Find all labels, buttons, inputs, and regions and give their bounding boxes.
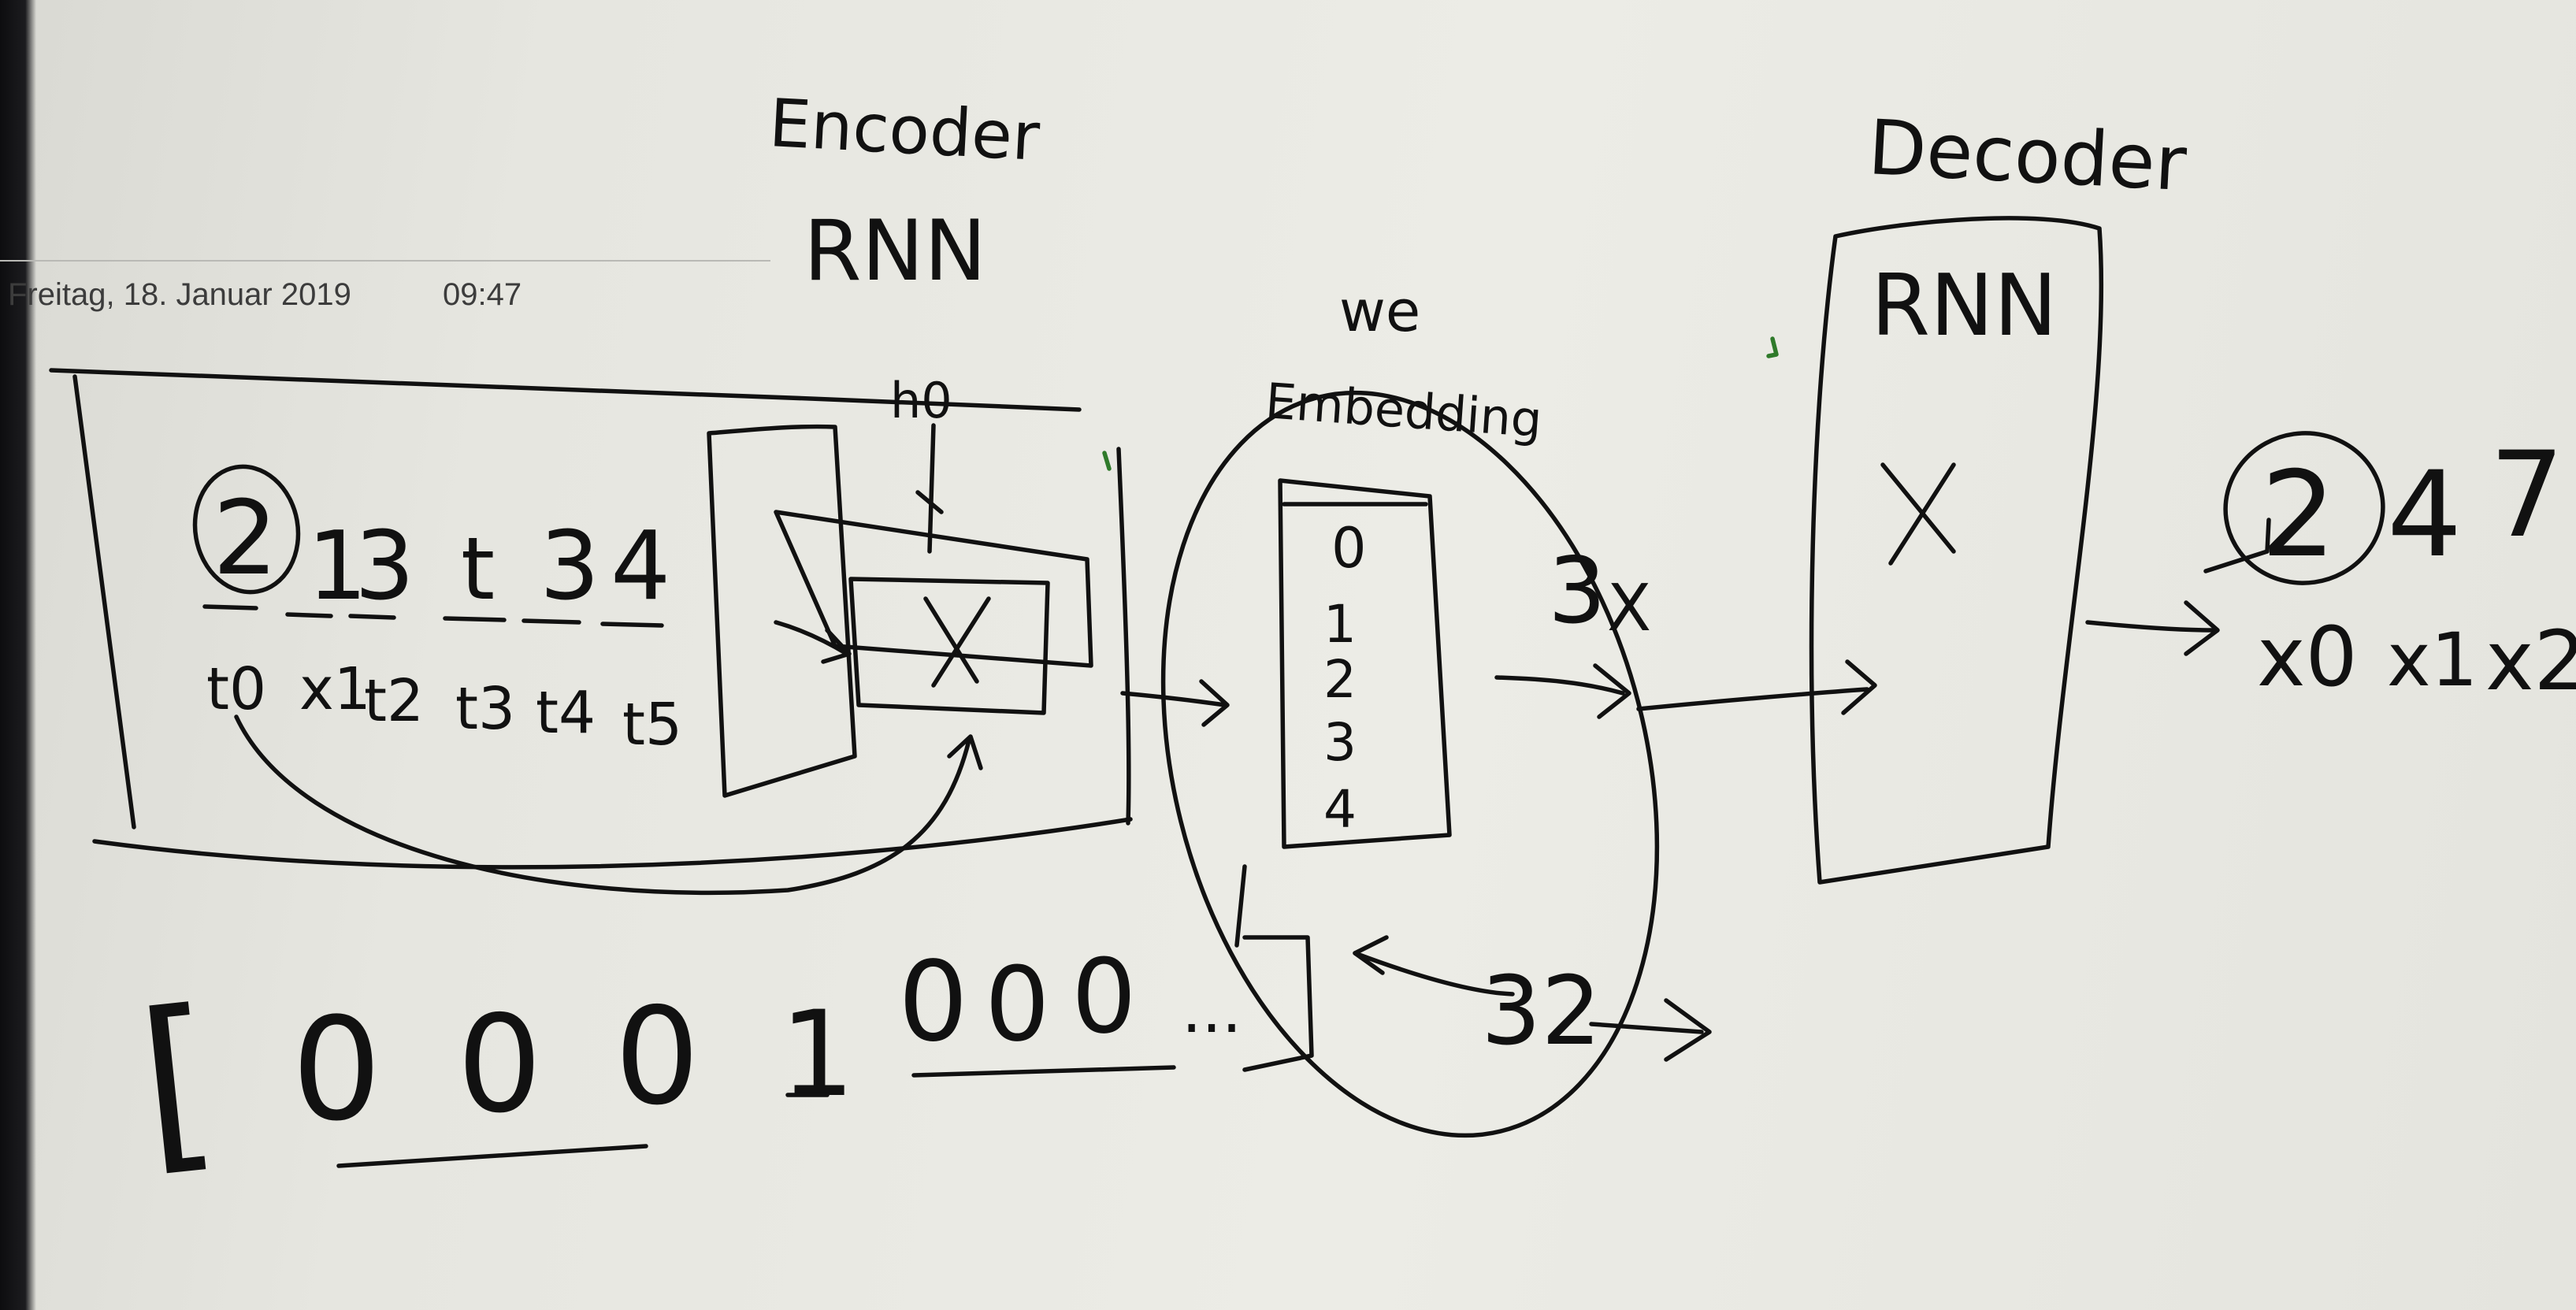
one-hot-3: 1 xyxy=(780,986,855,1123)
embedding-table xyxy=(1278,478,1452,849)
monitor-bezel xyxy=(0,0,36,1310)
time-step-1: x1 xyxy=(299,655,371,723)
encoder-frame-left xyxy=(72,374,136,829)
encoder-input-arrow xyxy=(774,620,849,656)
decoder-cell-x2 xyxy=(1888,462,1956,566)
one-hot-6: 0 xyxy=(1071,937,1137,1056)
time-step-4: t4 xyxy=(536,679,596,747)
h0-arrow xyxy=(927,423,936,554)
decoder-title: Decoder xyxy=(1866,103,2189,208)
encoder-feedback-arrow xyxy=(234,714,971,896)
decoder-output-arrow xyxy=(2085,620,2216,633)
embedding-vocab-1: 1 xyxy=(1323,594,1357,655)
input-token-2: 3 xyxy=(354,512,414,622)
embedding-dim-label: 32 xyxy=(1481,957,1602,1067)
output-section: 2 4 7 x0 x1 x2 xyxy=(2203,427,2576,709)
start-token-circle xyxy=(192,464,301,595)
one-hot-open-bracket: [ xyxy=(130,967,226,1194)
h0-label: h0 xyxy=(890,372,952,429)
output-token-2: 7 xyxy=(2489,427,2564,564)
output-start-circle xyxy=(2223,431,2385,585)
one-hot-ellipsis: ... xyxy=(1182,974,1242,1047)
encoder-subtitle: RNN xyxy=(804,202,986,299)
output-label-1: x1 xyxy=(2387,618,2478,703)
output-label-0: x0 xyxy=(2257,609,2358,705)
output-token-1: 4 xyxy=(2387,447,2462,584)
encoder-section: Encoder RNN h0 xyxy=(49,84,1133,896)
rnn-sheet-mid xyxy=(774,510,1093,668)
embedding-vocab-4: 4 xyxy=(1323,779,1357,840)
rnn-sheet-back xyxy=(707,424,857,798)
embedding-label: Embedding xyxy=(1264,372,1544,448)
embedding-we: we xyxy=(1339,278,1420,344)
decoder-cell-x1 xyxy=(1880,462,1956,554)
output-token-0: 2 xyxy=(2261,447,2336,584)
time-step-2: t2 xyxy=(364,667,424,735)
embedding-ellipse xyxy=(1160,390,1660,1138)
embedding-output-mark: X xyxy=(1607,571,1651,646)
embedding-to-decoder-arrow xyxy=(1494,675,1625,696)
rnn-cell-x2 xyxy=(931,596,991,688)
embedding-section: we Embedding 0 1 2 3 4 32 3 X xyxy=(1120,278,1877,1138)
encoder-frame xyxy=(49,368,1082,412)
time-step-3: t3 xyxy=(455,675,515,743)
embedding-dim-arrow-right xyxy=(1589,1022,1704,1034)
embedding-vocab-2: 2 xyxy=(1323,649,1357,710)
rnn-cell-box xyxy=(848,577,1050,715)
embedding-dim-arrow-left xyxy=(1353,951,1515,996)
rnn-cell-x1 xyxy=(923,596,979,684)
embedding-output-value: 3 xyxy=(1548,538,1606,644)
one-hot-bracket-right xyxy=(1242,935,1314,1072)
time-step-5: t5 xyxy=(622,691,682,759)
encoder-frame-right xyxy=(1116,447,1131,826)
embedding-vocab-0: 0 xyxy=(1331,516,1367,581)
decoder-subtitle: RNN xyxy=(1871,257,2058,355)
one-hot-4: 0 xyxy=(898,938,968,1067)
output-label-2: x2 xyxy=(2485,613,2576,709)
input-token-3: t xyxy=(461,518,495,619)
page-time: 09:47 xyxy=(443,277,522,312)
one-hot-vector: [ 0 0 0 1 0 0 0 ... xyxy=(130,935,1314,1195)
embedding-vocab-3: 3 xyxy=(1323,712,1357,773)
one-hot-5: 0 xyxy=(985,944,1050,1064)
input-token-4: 3 xyxy=(540,512,599,622)
one-hot-0: 0 xyxy=(291,988,382,1152)
time-step-0: t0 xyxy=(206,655,266,723)
page-header: Freitag, 18. Januar 2019 09:47 xyxy=(0,0,788,331)
encoder-title: Encoder xyxy=(767,84,1042,176)
embedding-arrow-in xyxy=(1120,691,1227,707)
title-rule xyxy=(0,260,770,262)
one-hot-2: 0 xyxy=(614,979,700,1135)
encoder-frame-bottom xyxy=(92,817,1133,870)
page-date: Freitag, 18. Januar 2019 xyxy=(8,277,351,312)
embedding-row-arrow xyxy=(1234,864,1247,948)
one-hot-1: 0 xyxy=(457,987,542,1143)
decoder-frame xyxy=(1809,216,2104,885)
input-token-5: 4 xyxy=(611,512,670,622)
decoder-section: Decoder RNN xyxy=(1766,103,2220,885)
input-token-0: 2 xyxy=(213,478,278,598)
input-token-1: 1 xyxy=(307,512,367,622)
